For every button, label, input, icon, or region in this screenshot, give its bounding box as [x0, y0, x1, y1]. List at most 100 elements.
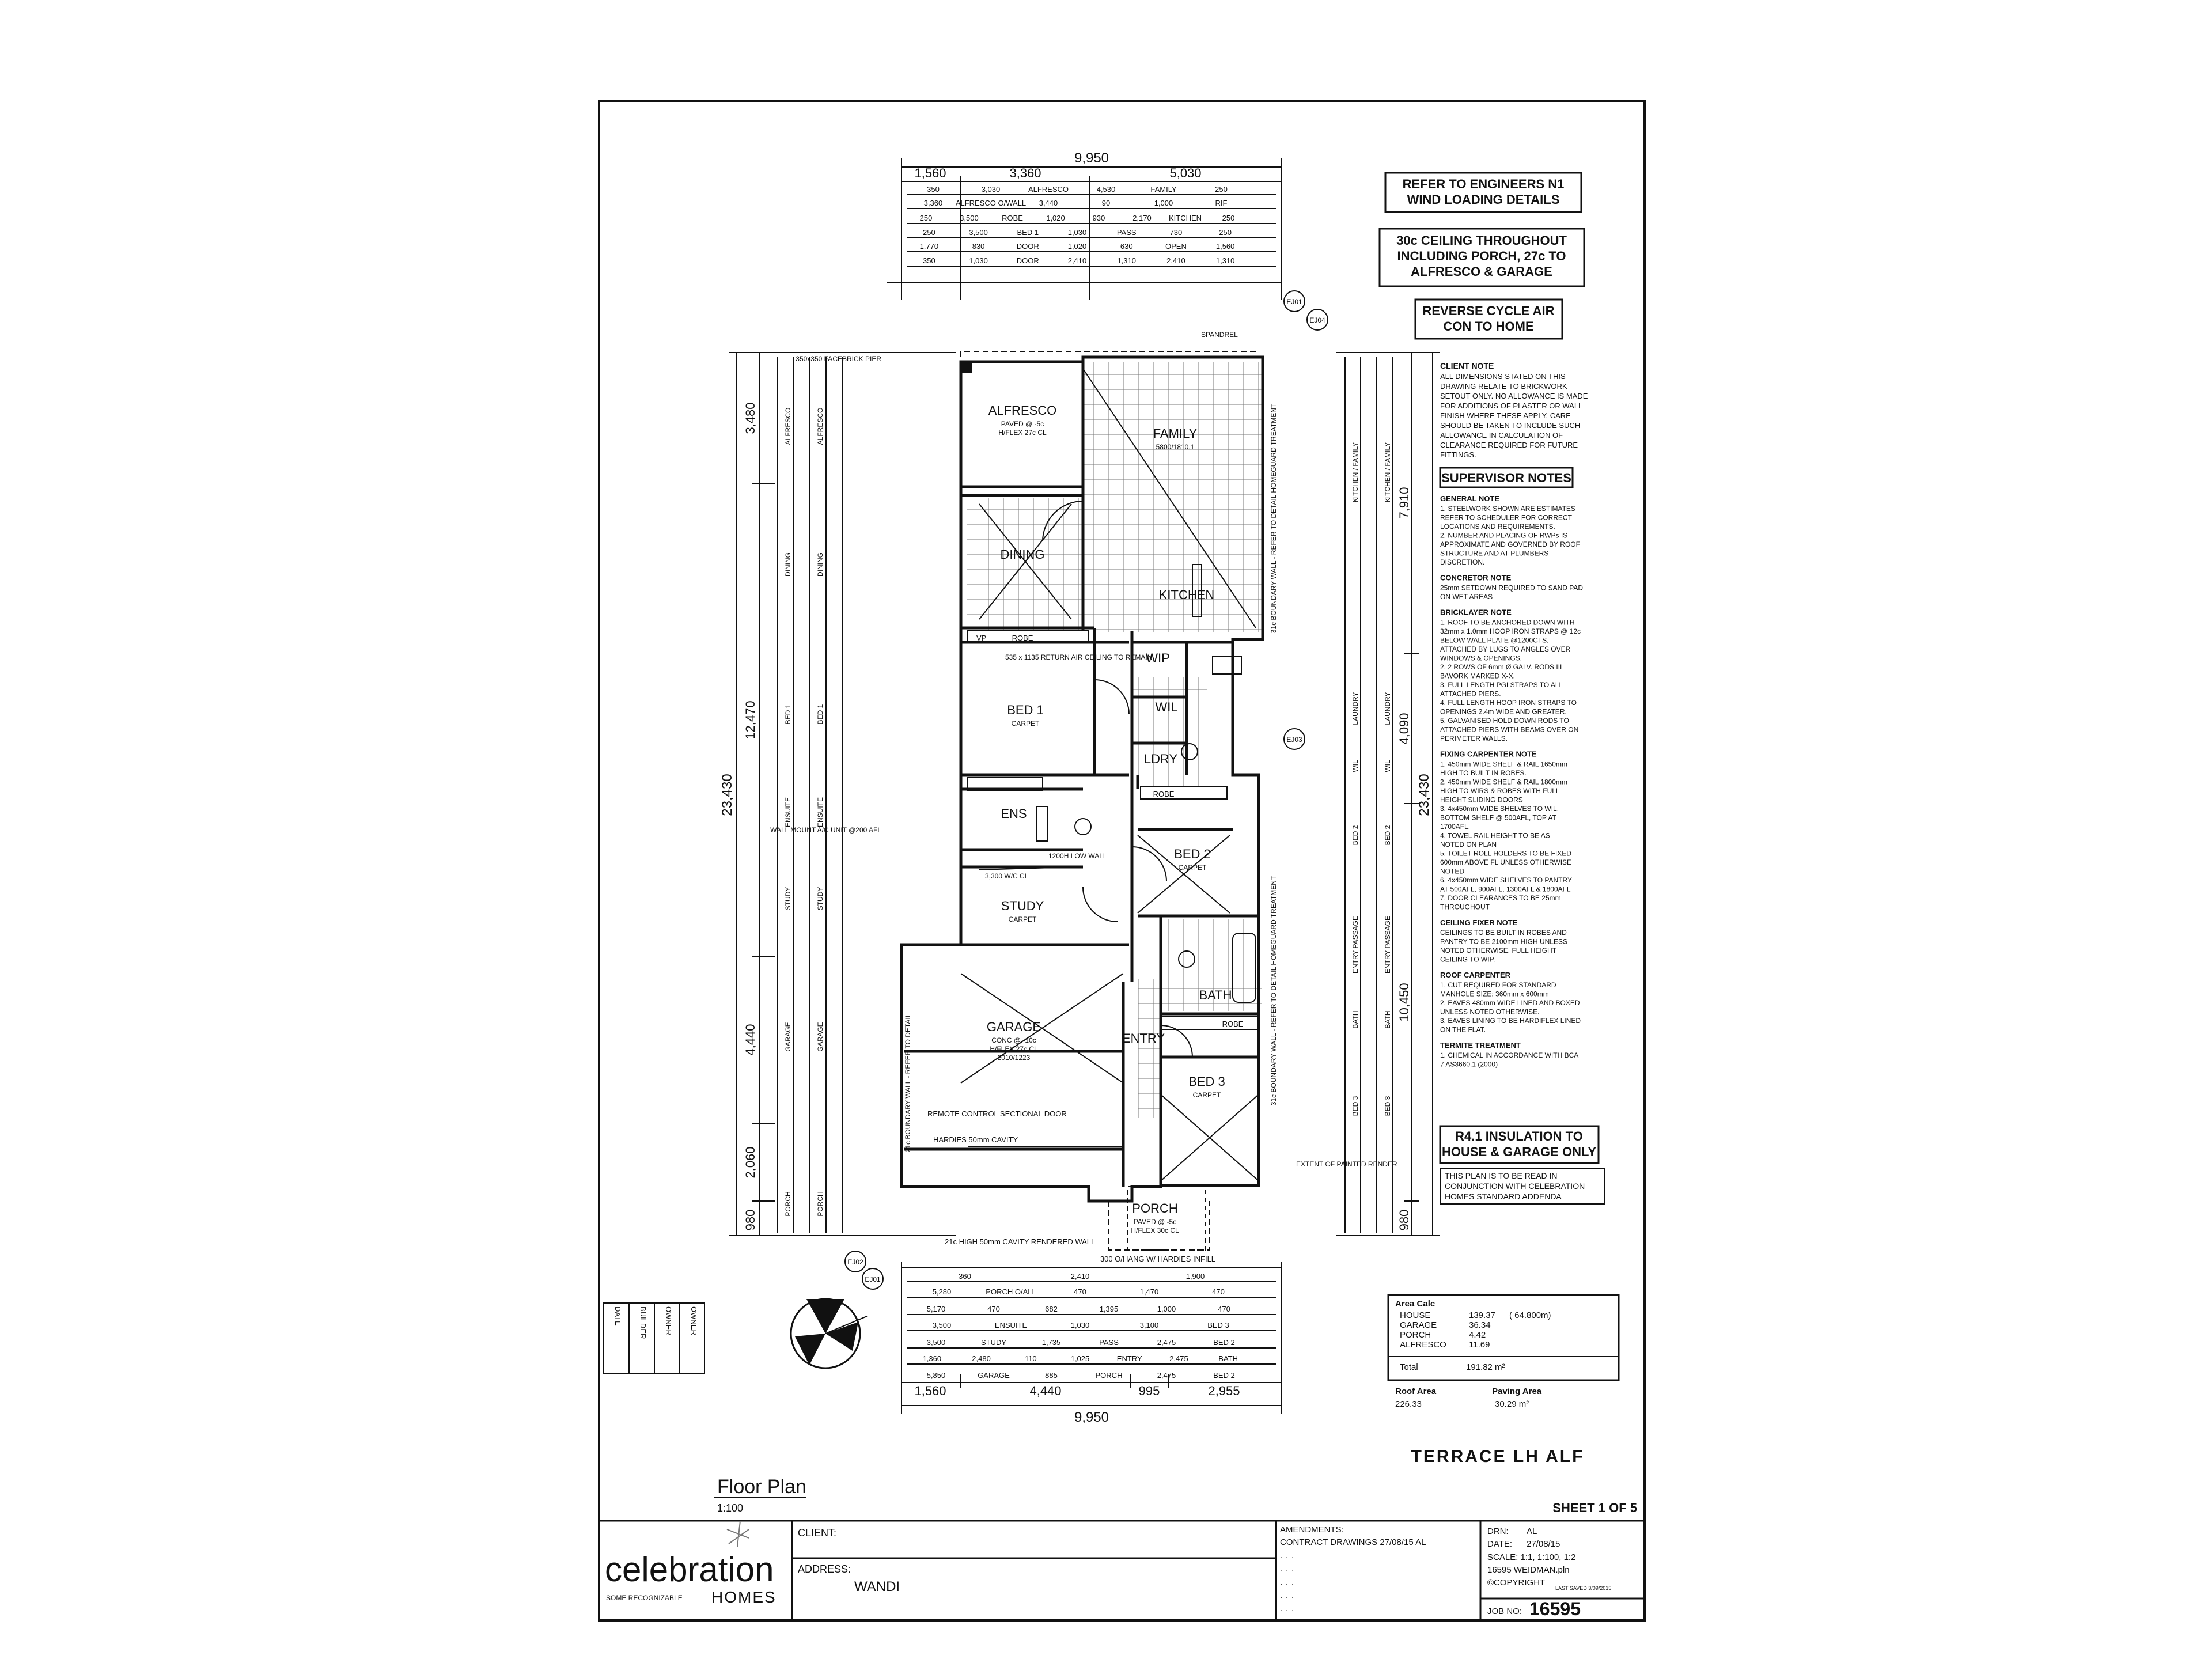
- supervisor-note-line: 7 AS3660.1 (2000): [1440, 1060, 1498, 1069]
- area-row-value: 11.69: [1469, 1340, 1490, 1350]
- top-dim-value: 2,170: [1132, 214, 1152, 222]
- detail-tag-label: EJ01: [1286, 298, 1302, 306]
- room-sub-label: PAVED @ -5c: [1001, 420, 1044, 428]
- svg-text:.: .: [1291, 1577, 1294, 1587]
- room-name: BATH: [1199, 988, 1232, 1002]
- left-dim-part: 3,480: [743, 402, 757, 434]
- room-sub-label: PAVED @ -5c: [1134, 1218, 1176, 1226]
- supervisor-note-line: ON THE FLAT.: [1440, 1026, 1486, 1034]
- supervisor-note-line: 1. CHEMICAL IN ACCORDANCE WITH BCA: [1440, 1051, 1578, 1059]
- top-dim-value: 1,310: [1117, 256, 1136, 265]
- area-row-label: PORCH: [1400, 1330, 1431, 1340]
- bottom-dim-value: 1,735: [1042, 1338, 1061, 1347]
- top-dim-value: DOOR: [1017, 242, 1039, 251]
- top-dim-value: DOOR: [1017, 256, 1039, 265]
- supervisor-note-line: 7. DOOR CLEARANCES TO BE 25mm: [1440, 894, 1561, 902]
- study-cl-label: 3,300 W/C CL: [985, 872, 1029, 880]
- area-row-label: HOUSE: [1400, 1310, 1430, 1320]
- right-dim-part: 980: [1397, 1210, 1411, 1231]
- right-dim-label: BED 3: [1351, 1096, 1359, 1116]
- painted-render-label: EXTENT OF PAINTED RENDER: [1296, 1160, 1397, 1168]
- paving-area-label: Paving Area: [1492, 1387, 1542, 1396]
- supervisor-note-line: ATTACHED PIERS WITH BEAMS OVER ON: [1440, 726, 1578, 734]
- bottom-dimensions: [901, 1262, 1282, 1414]
- area-row-value: 139.37: [1469, 1310, 1495, 1320]
- pier-label: 350x350 FACEBRICK PIER: [796, 355, 881, 363]
- detail-tag-label: EJ02: [847, 1258, 863, 1266]
- sheet-number: SHEET 1 OF 5: [1552, 1501, 1637, 1515]
- right-dim-label: ENTRY PASSAGE: [1384, 916, 1392, 974]
- supervisor-note-line: 2. 450mm WIDE SHELF & RAIL 1800mm: [1440, 778, 1567, 786]
- top-dim-part: 3,360: [1009, 166, 1041, 180]
- spandrel-label: SPANDREL: [1201, 331, 1238, 339]
- top-dim-value: 3,030: [982, 185, 1001, 194]
- area-total-label: Total: [1400, 1362, 1418, 1372]
- area-row-value: 36.34: [1469, 1320, 1491, 1330]
- bottom-dim-value: 2,480: [972, 1354, 991, 1363]
- supervisor-note-line: 5. GALVANISED HOLD DOWN RODS TO: [1440, 717, 1569, 725]
- top-dim-value: FAMILY: [1150, 185, 1177, 194]
- top-dim-value: 2,410: [1068, 256, 1087, 265]
- supervisor-section-heading: GENERAL NOTE: [1440, 494, 1499, 503]
- client-note-heading: CLIENT NOTE: [1440, 361, 1494, 370]
- bottom-dim-value: 2,410: [1071, 1272, 1090, 1281]
- bottom-dim-value: BED 3: [1207, 1321, 1229, 1330]
- aircon-note-line: CON TO HOME: [1443, 319, 1533, 334]
- room-name: STUDY: [1001, 899, 1044, 913]
- bottom-dim-value: STUDY: [981, 1338, 1006, 1347]
- bottom-dim-value: BED 2: [1213, 1371, 1235, 1380]
- room-name: DINING: [1001, 547, 1045, 562]
- left-dim-label: DINING: [816, 552, 824, 577]
- svg-text:.: .: [1286, 1590, 1288, 1600]
- bottom-dim-part: 4,440: [1029, 1384, 1061, 1398]
- room-name: ALFRESCO: [988, 403, 1057, 418]
- supervisor-note-line: DISCRETION.: [1440, 558, 1484, 566]
- top-dim-value: PASS: [1117, 228, 1137, 237]
- supervisor-heading-box: [1439, 467, 1574, 488]
- wind-note-line: WIND LOADING DETAILS: [1407, 192, 1560, 207]
- svg-text:.: .: [1280, 1577, 1282, 1587]
- roof-area-value: 226.33: [1395, 1399, 1422, 1409]
- address-label: ADDRESS:: [798, 1563, 851, 1575]
- bottom-dim-value: 3,500: [927, 1338, 946, 1347]
- bottom-dim-value: 1,900: [1186, 1272, 1205, 1281]
- client-note: CLIENT NOTE ALL DIMENSIONS STATED ON THIS…: [1440, 361, 1588, 459]
- supervisor-note-line: UNLESS NOTED OTHERWISE.: [1440, 1008, 1539, 1016]
- rendered-wall-label: 21c HIGH 50mm CAVITY RENDERED WALL: [945, 1237, 1095, 1246]
- bottom-dim-value: GARAGE: [978, 1371, 1010, 1380]
- top-dim-value: ROBE: [1002, 214, 1023, 222]
- supervisor-note-line: APPROXIMATE AND GOVERNED BY ROOF: [1440, 540, 1580, 548]
- revision-label: OWNER: [690, 1306, 698, 1335]
- room-name: GARAGE: [987, 1020, 1041, 1034]
- supervisor-note-line: 1700AFL.: [1440, 823, 1470, 831]
- bottom-dim-value: 1,395: [1100, 1305, 1119, 1313]
- dining-tiles: [967, 498, 1085, 631]
- bottom-dim-value: 1,360: [923, 1354, 942, 1363]
- top-dim-value: 250: [1219, 228, 1232, 237]
- top-dim-value: 250: [1215, 185, 1228, 194]
- right-dim-label: BED 3: [1384, 1096, 1392, 1116]
- supervisor-note-line: NOTED: [1440, 868, 1464, 876]
- top-dim-value: 2,410: [1166, 256, 1185, 265]
- top-dim-value: 1,000: [1154, 199, 1173, 207]
- supervisor-note-line: 4. FULL LENGTH HOOP IRON STRAPS TO: [1440, 699, 1577, 707]
- drn-label: DRN:: [1487, 1527, 1509, 1536]
- client-note-line: ALL DIMENSIONS STATED ON THIS: [1440, 372, 1566, 381]
- room-sub-label: H/FLEX 30c CL: [1131, 1226, 1179, 1234]
- right-dim-label: KITCHEN / FAMILY: [1384, 442, 1392, 502]
- top-dim-value: 1,030: [1068, 228, 1087, 237]
- left-dim-label: GARAGE: [816, 1022, 824, 1051]
- top-dim-value: 350: [927, 185, 940, 194]
- addenda-note-line: THIS PLAN IS TO BE READ IN: [1445, 1171, 1558, 1180]
- supervisor-note-line: 32mm x 1.0mm HOOP IRON STRAPS @ 12c: [1440, 627, 1581, 635]
- supervisor-note-line: HEIGHT SLIDING DOORS: [1440, 796, 1523, 804]
- right-dim-label: LAUNDRY: [1384, 692, 1392, 725]
- right-dim-label: WIL: [1351, 760, 1359, 772]
- left-dim-label: BED 1: [784, 704, 792, 724]
- insulation-note-line: R4.1 INSULATION TO: [1455, 1129, 1583, 1143]
- area-calc-heading: Area Calc: [1395, 1299, 1435, 1309]
- area-row-label: GARAGE: [1400, 1320, 1437, 1330]
- area-row-value: 4.42: [1469, 1330, 1486, 1340]
